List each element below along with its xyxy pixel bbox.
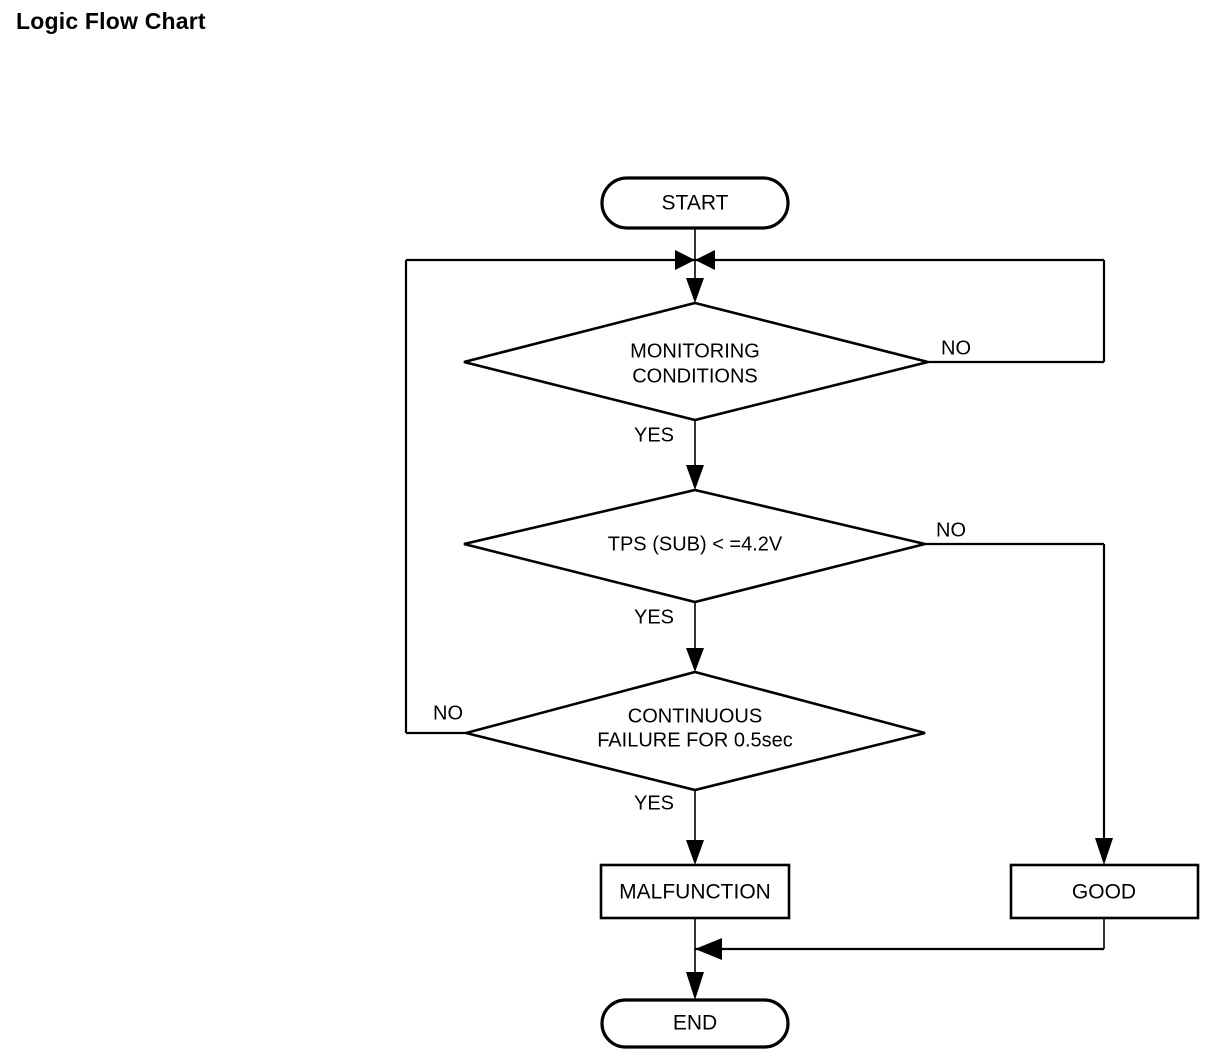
end-label: END [673, 1012, 717, 1035]
edge-label-continuous-yes: YES [634, 792, 674, 814]
arrowhead-into-continuous [686, 648, 704, 672]
edge-label-continuous-no: NO [433, 702, 463, 724]
node-tps-sub[interactable]: TPS (SUB) < =4.2V [463, 488, 926, 604]
arrowhead-into-monitoring [686, 278, 704, 303]
page-title: Logic Flow Chart [16, 8, 206, 34]
monitoring-shape [463, 301, 929, 422]
start-shape [600, 176, 790, 230]
tps-label-line1: TPS (SUB) < =4.2V [608, 533, 783, 555]
node-end[interactable]: END [600, 998, 790, 1049]
tps-shape [463, 488, 926, 604]
good-label: GOOD [1072, 881, 1136, 904]
edge-label-monitoring-yes: YES [634, 424, 674, 446]
arrowhead-into-good [1095, 838, 1113, 865]
node-malfunction[interactable]: MALFUNCTION [599, 863, 791, 920]
start-label: START [662, 192, 729, 215]
node-continuous-failure[interactable]: CONTINUOUS FAILURE FOR 0.5sec [465, 670, 926, 792]
continuous-shape [465, 670, 926, 792]
arrowhead-right-loopback-into-junction [695, 250, 715, 270]
malfunction-shape [599, 863, 791, 920]
edge-label-tps-no: NO [936, 519, 966, 541]
node-start[interactable]: START [600, 176, 790, 230]
continuous-label-line1: CONTINUOUS [628, 705, 762, 727]
node-good[interactable]: GOOD [1009, 863, 1200, 920]
monitoring-label-line2: CONDITIONS [632, 365, 758, 387]
end-shape [600, 998, 790, 1049]
monitoring-label-line1: MONITORING [630, 340, 760, 362]
edge-label-monitoring-no: NO [941, 337, 971, 359]
node-monitoring-conditions[interactable]: MONITORING CONDITIONS [463, 301, 929, 422]
continuous-label-line2: FAILURE FOR 0.5sec [597, 729, 793, 751]
arrowhead-into-end [686, 972, 704, 1000]
arrowhead-left-loopback-into-junction [675, 250, 695, 270]
edge-label-tps-yes: YES [634, 606, 674, 628]
arrowhead-into-malfunction [686, 840, 704, 865]
malfunction-label: MALFUNCTION [619, 881, 771, 904]
arrowhead-good-merge [695, 938, 722, 960]
good-shape [1009, 863, 1200, 920]
arrowhead-into-tps [686, 465, 704, 490]
